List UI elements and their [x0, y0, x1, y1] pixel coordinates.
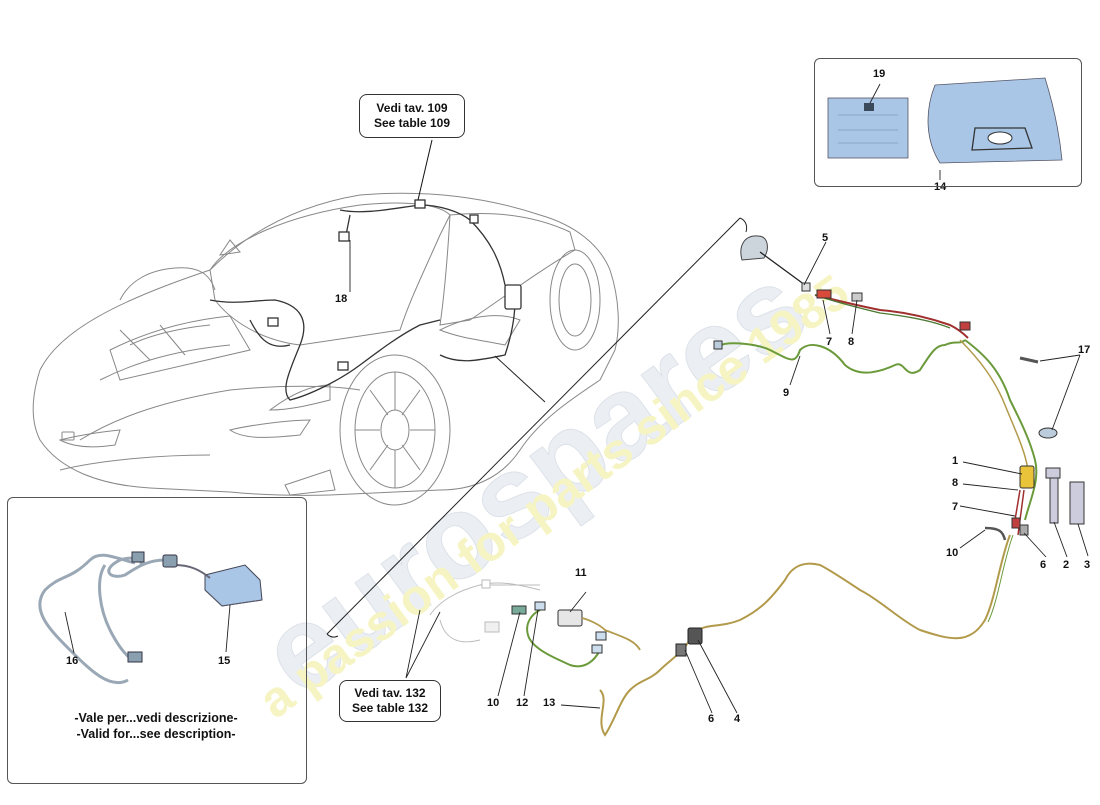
inset-parts-15-16 — [38, 551, 263, 685]
label-part-7: 7 — [826, 336, 832, 348]
note-line-it: -Vale per...vedi descrizione- — [74, 711, 238, 725]
label-part-14: 14 — [934, 181, 947, 193]
watermark-slogan: a passion for parts since 1985 — [249, 264, 860, 729]
callout-table-132-line1: Vedi tav. 132 — [354, 686, 426, 700]
label-part-15: 15 — [218, 655, 230, 667]
label-part-6-lower: 6 — [708, 713, 714, 725]
label-part-13: 13 — [543, 697, 555, 709]
label-part-9: 9 — [783, 387, 789, 399]
label-part-4: 4 — [734, 713, 741, 725]
car-outline — [32, 192, 619, 506]
part-labels: 5 7 8 9 17 1 8 7 10 6 2 3 19 14 18 11 10… — [66, 68, 1090, 725]
callout-table-109[interactable]: Vedi tav. 109 See table 109 — [359, 94, 465, 138]
label-part-19: 19 — [873, 68, 885, 80]
label-part-2: 2 — [1063, 559, 1069, 571]
label-part-16: 16 — [66, 655, 78, 667]
label-part-10-lower: 10 — [487, 697, 499, 709]
label-part-7-detail: 7 — [952, 501, 958, 513]
inset-parts-14-19 — [827, 77, 1063, 164]
label-part-8-detail: 8 — [952, 477, 958, 489]
note-line-en: -Valid for...see description- — [76, 727, 236, 741]
inset-validity-note: -Vale per...vedi descrizione- -Valid for… — [20, 710, 292, 742]
callout-table-109-line2: See table 109 — [373, 116, 451, 130]
label-part-10: 10 — [946, 547, 958, 559]
inset-panel-14-19 — [814, 58, 1082, 187]
separator-bracket — [326, 217, 748, 638]
callout-table-109-line1: Vedi tav. 109 — [376, 101, 448, 115]
callout-table-132-line2: See table 132 — [351, 701, 429, 715]
label-part-6: 6 — [1040, 559, 1046, 571]
label-part-11: 11 — [575, 567, 587, 579]
label-part-5: 5 — [822, 232, 828, 244]
label-part-1: 1 — [952, 455, 958, 467]
label-part-18: 18 — [335, 293, 347, 305]
leader-line-table-109 — [417, 139, 433, 201]
label-part-8: 8 — [848, 336, 854, 348]
detail-parts — [429, 235, 1085, 737]
label-part-12: 12 — [516, 697, 528, 709]
label-part-17: 17 — [1078, 344, 1090, 356]
label-part-3: 3 — [1084, 559, 1090, 571]
inset-panel-15-16 — [7, 497, 307, 784]
callout-table-132[interactable]: Vedi tav. 132 See table 132 — [339, 680, 441, 722]
car-harness — [209, 199, 522, 401]
leader-lines — [64, 83, 1089, 714]
